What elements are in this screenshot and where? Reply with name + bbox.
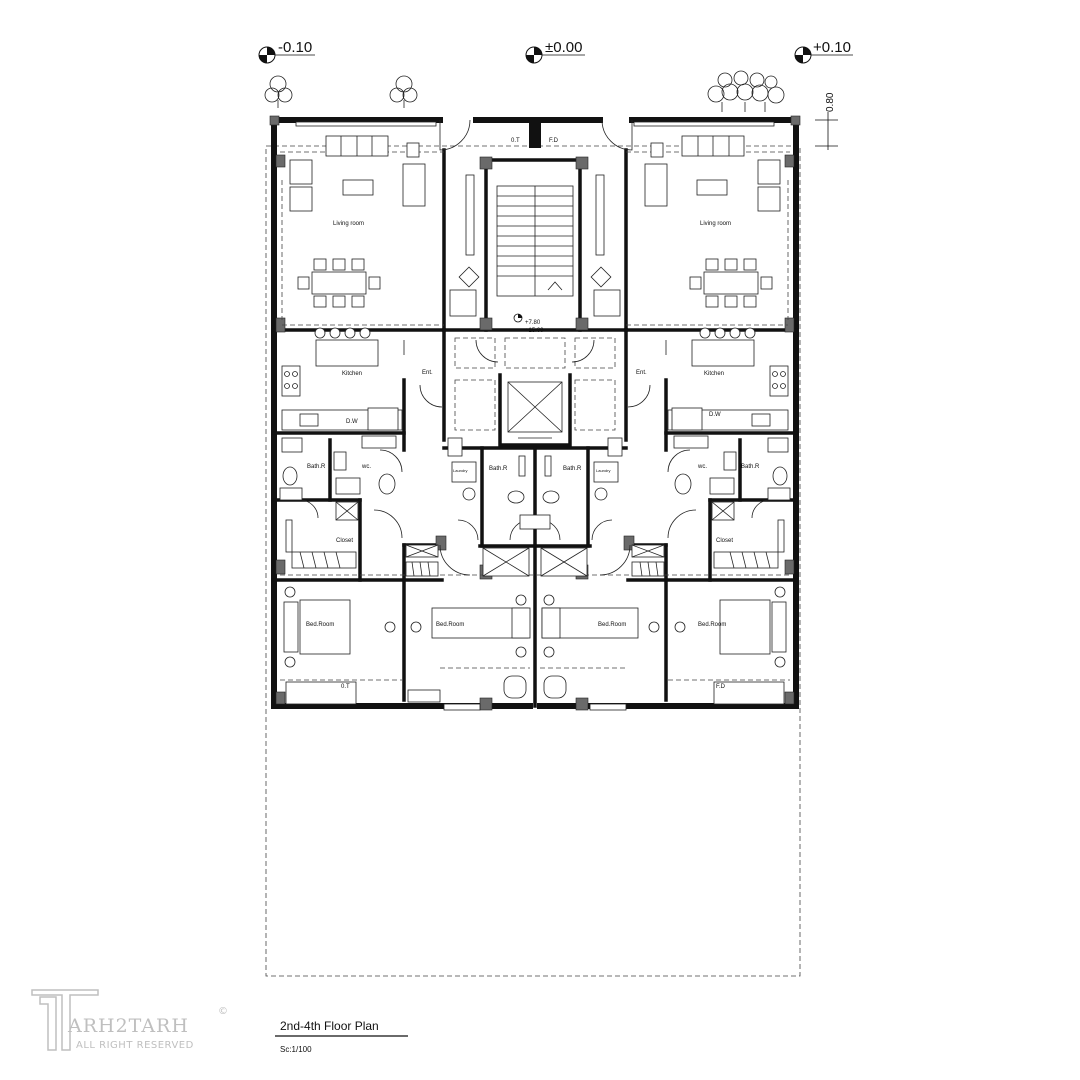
living-furniture-left bbox=[289, 135, 480, 317]
room-label-wc-right: wc. bbox=[697, 464, 707, 470]
title-block: 2nd-4th Floor Plan Sc:1/100 bbox=[275, 1019, 408, 1054]
label-fd-top-right: F.D bbox=[549, 138, 559, 144]
room-label-entrance-right: Ent. bbox=[636, 370, 647, 376]
room-label-wc-left: wc. bbox=[361, 464, 371, 470]
stair-level-marker: +7.80 +15.00 bbox=[513, 313, 544, 334]
level-marker-left: -0.10 bbox=[258, 39, 315, 64]
room-label-living-left: Living room bbox=[333, 221, 364, 227]
structural-columns bbox=[269, 115, 801, 711]
bath-fixtures-center bbox=[447, 437, 623, 577]
label-fd-bottom-right: F.D bbox=[716, 684, 726, 690]
plan-scale: Sc:1/100 bbox=[280, 1045, 312, 1054]
brand-logo: ARH2TARH ALL RIGHT RESERVED © bbox=[31, 989, 229, 1051]
room-label-closet-left: Closet bbox=[336, 538, 353, 544]
elevator bbox=[507, 381, 563, 439]
room-label-bed-outer-right: Bed.Room bbox=[698, 622, 726, 628]
tree-icon bbox=[389, 75, 418, 108]
lobby-outlines bbox=[454, 337, 616, 431]
height-dim-label: 0.80 bbox=[825, 92, 836, 112]
bath-fixtures-right bbox=[631, 435, 791, 577]
level-label-right: +0.10 bbox=[813, 39, 851, 56]
level-label-center: ±0.00 bbox=[545, 39, 582, 56]
balconies bbox=[285, 121, 785, 711]
room-label-bed-inner-right: Bed.Room bbox=[598, 622, 626, 628]
kitchen-furniture-left bbox=[281, 327, 405, 431]
room-label-kitchen-left: Kitchen bbox=[342, 371, 362, 377]
tree-icon bbox=[707, 70, 785, 112]
room-label-bath-center-right: Bath.R bbox=[563, 466, 582, 472]
stair-level-2: +15.00 bbox=[525, 328, 544, 334]
room-label-closet-right: Closet bbox=[716, 538, 733, 544]
room-label-bath-center-left: Bath.R bbox=[489, 466, 508, 472]
logo-brand-text: ARH2TARH bbox=[67, 1015, 189, 1037]
living-furniture-right bbox=[590, 135, 781, 317]
plan-title: 2nd-4th Floor Plan bbox=[280, 1019, 379, 1033]
logo-rights-text: ALL RIGHT RESERVED bbox=[76, 1040, 194, 1051]
label-fd-top-left: 0.T bbox=[511, 138, 520, 144]
height-dimension: 0.80 bbox=[815, 92, 838, 150]
logo-copyright-mark: © bbox=[218, 1006, 229, 1017]
level-label-left: -0.10 bbox=[278, 39, 312, 56]
room-label-kitchen-right: Kitchen bbox=[704, 371, 724, 377]
room-label-bath-left: Bath.R bbox=[307, 464, 326, 470]
stairs bbox=[496, 185, 574, 297]
stair-level-1: +7.80 bbox=[525, 320, 541, 326]
room-label-bed-inner-left: Bed.Room bbox=[436, 622, 464, 628]
room-label-entrance-left: Ent. bbox=[422, 370, 433, 376]
bed-furniture bbox=[283, 586, 787, 703]
label-dw-left: D.W bbox=[346, 419, 358, 425]
kitchen-furniture-right bbox=[665, 327, 789, 431]
label-laundry-left: Laundry bbox=[453, 468, 467, 473]
tree-icon bbox=[264, 75, 293, 108]
doors bbox=[299, 119, 771, 576]
room-label-bath-right: Bath.R bbox=[741, 464, 760, 470]
bath-fixtures-left bbox=[279, 435, 439, 577]
level-marker-right: +0.10 bbox=[794, 39, 853, 64]
room-labels: Living room Living room Kitchen Kitchen … bbox=[306, 138, 760, 690]
room-label-bed-outer-left: Bed.Room bbox=[306, 622, 334, 628]
level-marker-center: ±0.00 bbox=[525, 39, 585, 64]
room-label-living-right: Living room bbox=[700, 221, 731, 227]
label-laundry-right: Laundry bbox=[596, 468, 610, 473]
label-fd-bottom-left: 0.T bbox=[341, 684, 350, 690]
label-dw-right: D.W bbox=[709, 412, 721, 418]
